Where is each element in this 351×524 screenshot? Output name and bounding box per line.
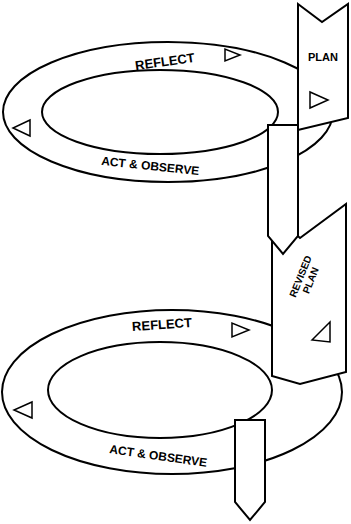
stage-label: PLAN (308, 52, 338, 64)
exit-arrow (235, 420, 265, 520)
direction-triangle (13, 120, 30, 136)
direction-triangle (225, 49, 240, 61)
direction-triangle (14, 402, 32, 418)
direction-triangle (312, 322, 330, 342)
direction-triangle (232, 323, 249, 337)
cycle-hole (42, 70, 278, 154)
down-arrow (268, 125, 298, 254)
plan-band (298, 4, 348, 130)
direction-triangle (310, 92, 328, 108)
